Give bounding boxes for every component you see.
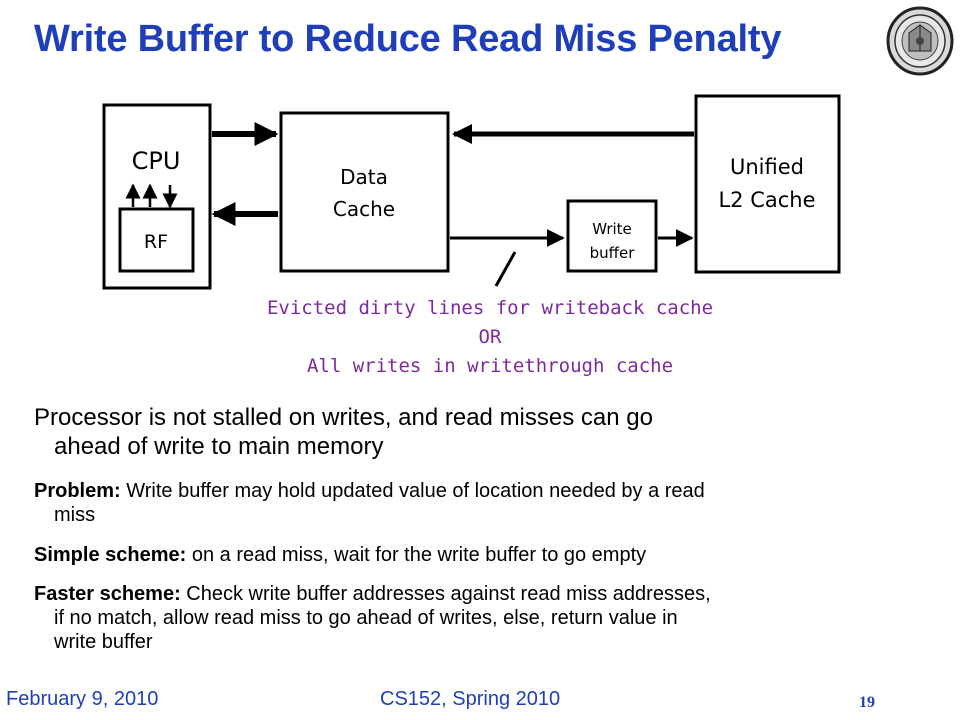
page-number: 19 [859,694,875,711]
write-buffer-label-1: Write [592,220,632,238]
problem-text-1: Write buffer may hold updated value of l… [120,480,705,502]
l2-cache-box [694,94,841,274]
simple-label: Simple scheme: [34,544,187,566]
slide-title: Write Buffer to Reduce Read Miss Penalty [34,18,782,60]
cpu-label: CPU [132,147,181,175]
cache-diagram: CPU RF Data Cache Unified L2 Cache Write… [102,94,841,290]
annotation-pointer [494,251,517,287]
annotation-line-1: Evicted dirty lines for writeback cache [266,297,714,319]
annotation-line-3: All writes in writethrough cache [306,355,674,377]
faster-label: Faster scheme: [34,583,181,605]
problem-point: Problem: Write buffer may hold updated v… [34,479,939,527]
write-buffer-box [566,199,658,273]
main-point-line-1: Processor is not stalled on writes, and … [34,404,653,431]
footer-course: CS152, Spring 2010 [380,688,561,710]
main-point: Processor is not stalled on writes, and … [34,403,939,461]
rf-label: RF [144,231,168,253]
problem-text-2: miss [54,504,96,526]
faster-scheme-point: Faster scheme: Check write buffer addres… [34,582,939,654]
annotation-line-2: OR [478,326,502,348]
data-cache-box [279,111,450,273]
problem-label: Problem: [34,480,121,502]
l2-label-1: Unified [730,155,804,179]
footer-date: February 9, 2010 [6,688,159,710]
faster-text-1: Check write buffer addresses against rea… [180,583,711,605]
write-buffer-label-2: buffer [590,244,636,262]
rf-box [118,207,195,273]
data-cache-label-1: Data [340,165,388,189]
main-point-line-2: ahead of write to main memory [54,433,384,460]
faster-text-3: write buffer [54,631,153,653]
simple-scheme-point: Simple scheme: on a read miss, wait for … [34,543,939,567]
simple-text: on a read miss, wait for the write buffe… [186,544,647,566]
data-cache-label-2: Cache [333,197,395,221]
l2-label-2: L2 Cache [718,188,815,212]
university-seal-logo [886,6,954,76]
faster-text-2: if no match, allow read miss to go ahead… [54,607,678,629]
